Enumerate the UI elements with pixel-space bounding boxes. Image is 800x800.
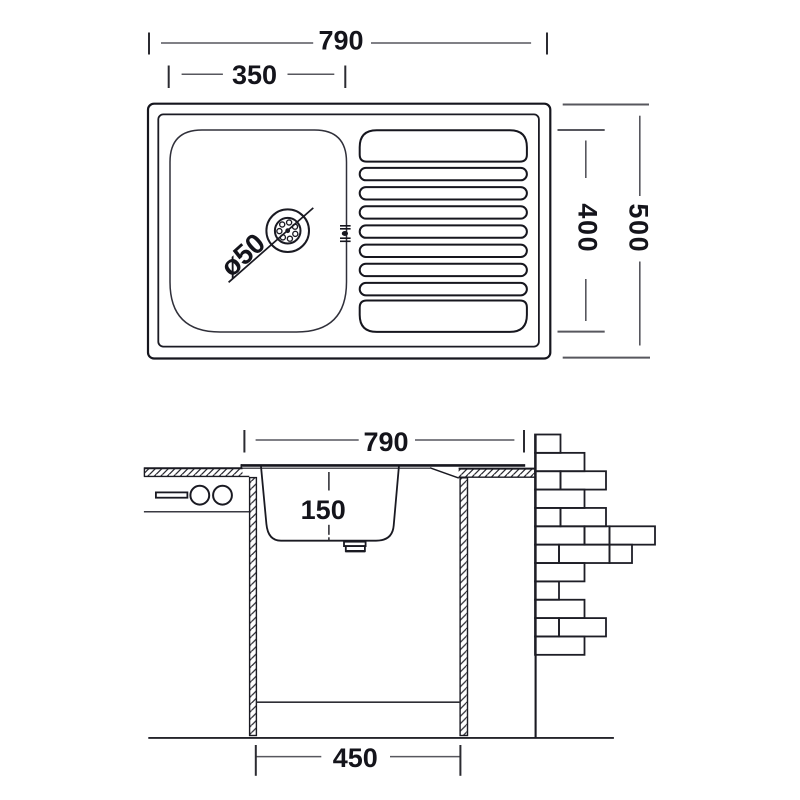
svg-text:790: 790	[363, 427, 408, 457]
svg-text:500: 500	[623, 203, 653, 253]
svg-text:450: 450	[333, 743, 378, 773]
svg-text:350: 350	[232, 60, 277, 90]
svg-text:790: 790	[318, 25, 363, 55]
svg-text:400: 400	[573, 203, 603, 253]
svg-text:150: 150	[301, 495, 346, 525]
